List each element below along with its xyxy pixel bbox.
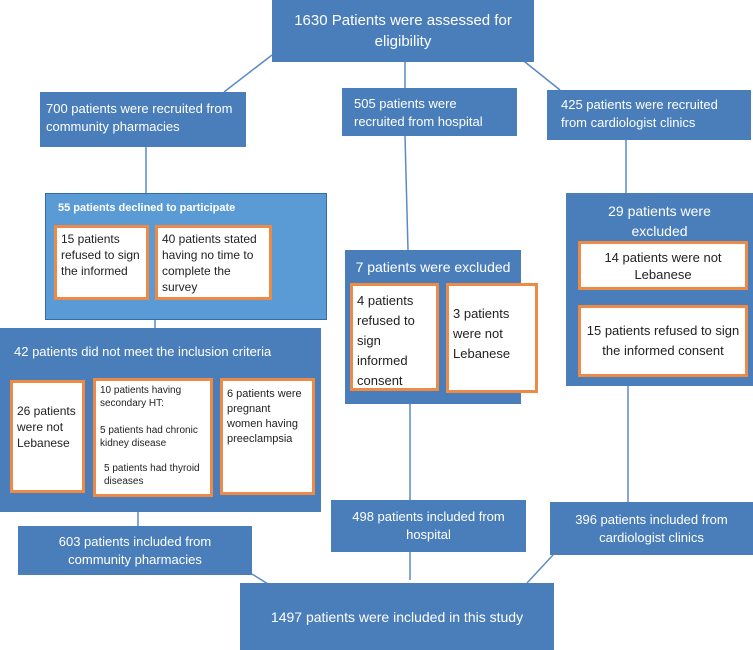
criteria-preeclampsia-text: 6 patients were pregnant women having pr… [227,388,302,445]
criteria-group: 42 patients did not meet the inclusion c… [0,328,321,512]
total-included-node: 1497 patients were included in this stud… [240,583,554,650]
criteria-secondary-ht-text: 10 patients having secondary HT: [100,385,182,409]
included-hospital-text: 498 patients included from hospital [352,509,505,542]
criteria-kidney-text: 5 patients had chronic kidney disease [100,425,198,449]
criteria-not-lebanese-box: 26 patients were not Lebanese [10,380,85,493]
cardiology-not-lebanese-box: 14 patients were not Lebanese [578,241,748,290]
included-cardiology-text: 396 patients included from cardiologist … [575,511,728,545]
hospital-not-lebanese-box: 3 patients were not Lebanese [446,283,538,393]
cardiology-refused-text: 15 patients refused to sign the informed… [586,323,740,358]
connector-assessed-cardiology [519,57,561,91]
hospital-excluded-group: 7 patients were excluded 4 patients refu… [345,250,538,404]
recruited-cardiology-text: 425 patients were recruited from cardiol… [561,97,718,130]
declined-group: 55 patients declined to participate 15 p… [45,193,327,320]
connector-cardio-included-total [526,554,554,584]
recruited-hospital-node: 505 patients were recruited from hospita… [342,88,517,136]
criteria-not-lebanese-text: 26 patients were not Lebanese [17,404,76,450]
included-pharmacy-node: 603 patients included from community pha… [18,526,252,575]
recruited-hospital-text: 505 patients were recruited from hospita… [354,96,483,129]
criteria-thyroid-text: 5 patients had thyroid diseases [104,463,200,487]
hospital-refused-box: 4 patients refused to sign informed cons… [350,283,439,391]
declined-title: 55 patients declined to participate [58,202,236,214]
included-cardiology-node: 396 patients included from cardiologist … [550,502,753,555]
declined-refused-text: 15 patients refused to sign the informed [61,232,140,278]
recruited-pharmacy-node: 700 patients were recruited from communi… [40,92,246,147]
connector-recruited-hospital-excluded [404,135,409,251]
assessed-text: 1630 Patients were assessed for eligibil… [294,12,512,50]
included-pharmacy-text: 603 patients included from community pha… [58,533,212,567]
connector-included-total-left [251,573,269,585]
hospital-excluded-title: 7 patients were excluded [355,259,511,275]
hospital-refused-text: 4 patients refused to sign informed cons… [357,293,415,388]
declined-no-time-text: 40 patients stated having no time to com… [162,232,257,294]
declined-no-time-box: 40 patients stated having no time to com… [155,225,272,300]
included-hospital-node: 498 patients included from hospital [331,500,526,552]
criteria-title: 42 patients did not meet the inclusion c… [14,344,272,359]
connector-assessed-pharmacy [223,54,273,93]
assessed-node: 1630 Patients were assessed for eligibil… [272,0,534,62]
cardiology-refused-box: 15 patients refused to sign the informed… [578,305,748,377]
cardiology-excluded-title: 29 patients were excluded [608,203,711,239]
cardiology-excluded-group: 29 patients were excluded 14 patients we… [566,193,753,386]
total-included-text: 1497 patients were included in this stud… [270,608,524,625]
recruited-cardiology-node: 425 patients were recruited from cardiol… [547,90,751,140]
criteria-preeclampsia-box: 6 patients were pregnant women having pr… [220,378,315,495]
recruited-pharmacy-text: 700 patients were recruited from communi… [46,101,233,134]
hospital-not-lebanese-text: 3 patients were not Lebanese [453,306,511,361]
declined-refused-box: 15 patients refused to sign the informed [54,225,149,300]
cardiology-not-lebanese-text: 14 patients were not Lebanese [604,249,722,282]
criteria-secondary-ht-box: 10 patients having secondary HT: 5 patie… [93,378,213,497]
